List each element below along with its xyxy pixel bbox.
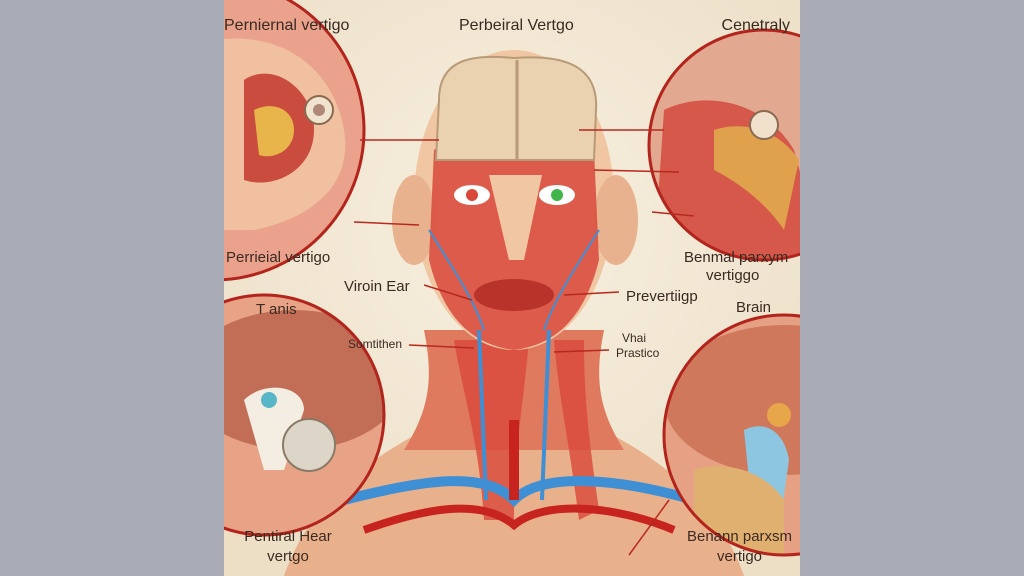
anatomy-illustration: [224, 0, 800, 576]
right-ear: [594, 175, 638, 265]
label-tannis: T anis: [256, 301, 297, 318]
label-bottom-right-line1: Benann parxsm: [686, 528, 793, 545]
artery-main: [362, 504, 676, 534]
label-brain: Brain: [736, 299, 772, 316]
label-mid-left: Perrieial vertigo: [226, 249, 331, 266]
leader-lines: [353, 129, 695, 556]
illustration-panel: Perniernal vertigo Perbeiral Vertgo Cene…: [224, 0, 800, 576]
label-virion-ear: Viroin Ear: [344, 278, 410, 295]
label-somtithen: Somtithen: [348, 337, 403, 351]
mouth: [474, 279, 554, 311]
left-ear: [392, 175, 436, 265]
label-vhai-line1: Vhai: [622, 331, 647, 345]
label-top-left: Perniernal vertigo: [224, 17, 350, 34]
human-figure: [284, 50, 744, 576]
label-mid-right-line1: Benmal parxym: [684, 249, 789, 266]
label-bottom-left-line2: vertgo: [267, 548, 309, 565]
label-bottom-left-line1: Pentiral Hear: [244, 528, 332, 545]
label-vhai-line2: Prastico: [616, 346, 660, 360]
label-top-center: Perbeiral Vertgo: [459, 17, 574, 34]
label-bottom-right-line2: vertigo: [716, 548, 763, 565]
nose: [489, 175, 542, 260]
label-prevertigo: Prevertiigp: [626, 288, 698, 305]
label-mid-right-line2: vertiggo: [706, 267, 760, 284]
label-top-right: Cenetraly: [721, 17, 790, 34]
